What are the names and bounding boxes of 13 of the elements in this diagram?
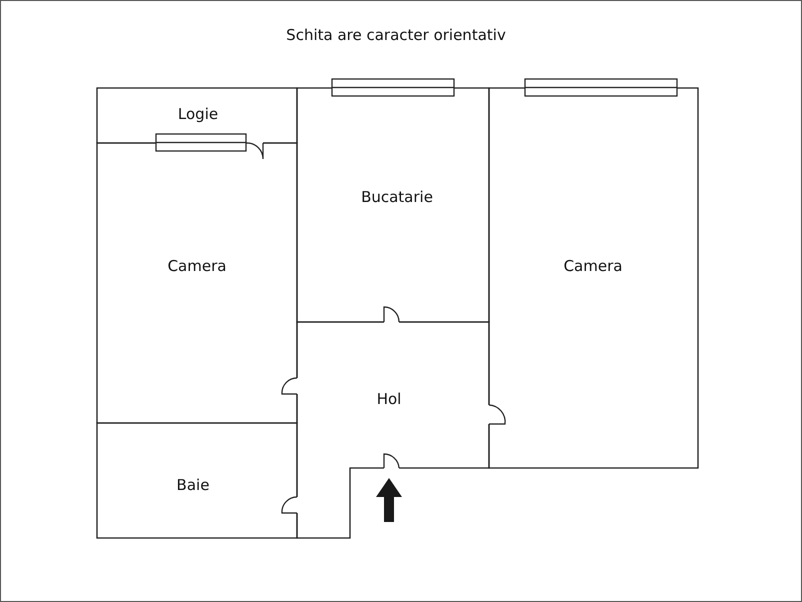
room — [489, 88, 698, 468]
room-label: Logie — [178, 105, 218, 123]
room-label: Bucatarie — [361, 188, 433, 206]
room-label: Camera — [564, 257, 622, 275]
room-label: Hol — [376, 390, 402, 408]
room — [297, 88, 489, 322]
room — [97, 88, 297, 143]
room — [297, 322, 489, 538]
title: Schita are caracter orientativ — [286, 26, 506, 44]
room-label: Baie — [176, 476, 210, 494]
room — [97, 143, 297, 423]
room — [97, 423, 297, 538]
room-label: Camera — [168, 257, 226, 275]
